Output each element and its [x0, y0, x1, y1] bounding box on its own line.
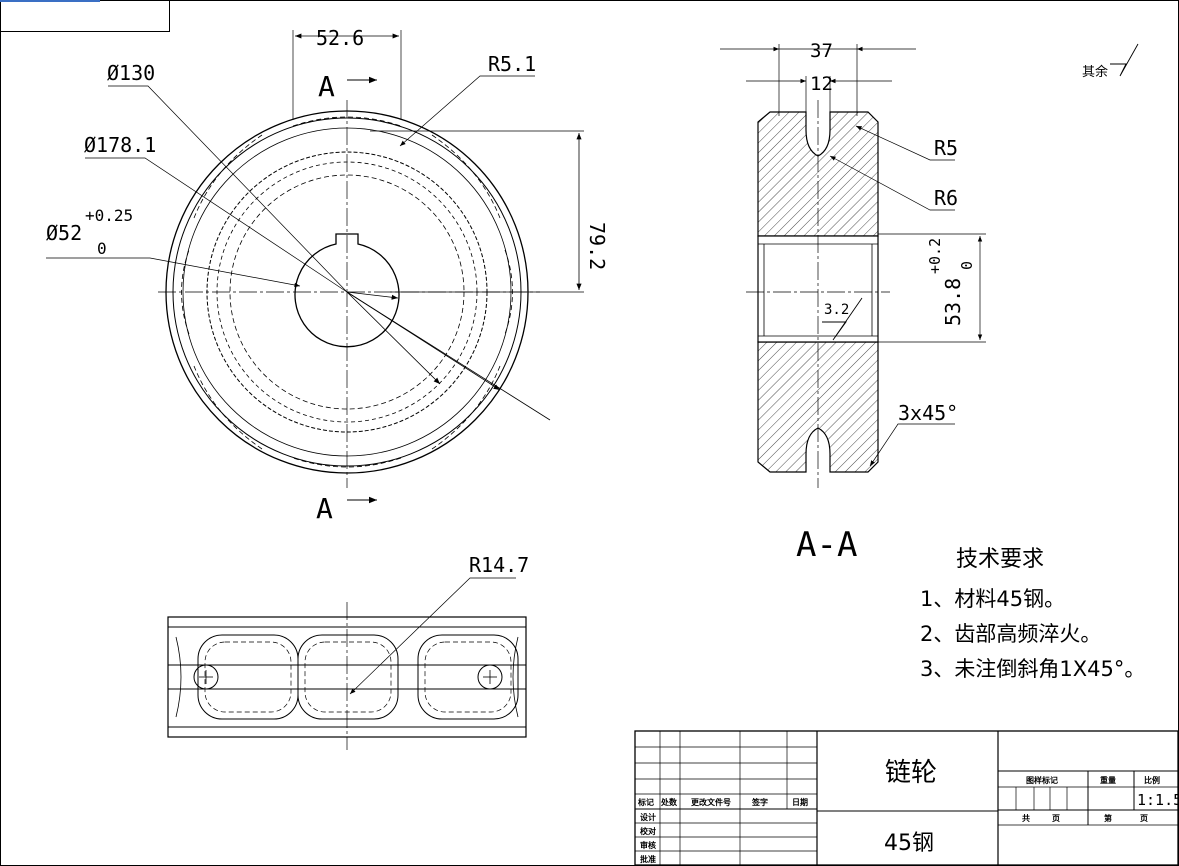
stage-label: 图样标记 [1026, 775, 1058, 785]
header-count: 处数 [660, 797, 678, 807]
part-material: 45钢 [884, 831, 934, 856]
tech-req-title: 技术要求 [956, 547, 1044, 572]
section-view: 37 12 R5 R6 53.8 +0.2 0 3.2 3x45° A-A [720, 40, 986, 565]
section-mark-bottom: A [316, 492, 333, 525]
dim-width-52-6: 52.6 [316, 26, 364, 50]
bore-tolerance-lower: 0 [97, 239, 107, 258]
dim-bore-53-8: 53.8 [941, 278, 965, 326]
tech-req-item: 1、材料45钢。 [920, 587, 1065, 611]
dim-pitch-diameter: Ø130 [107, 61, 155, 85]
total-page-label: 页 [1052, 814, 1060, 823]
bottom-view-geometry [167, 577, 527, 750]
dim-outer-diameter: Ø178.1 [84, 133, 156, 157]
front-view: 52.6 Ø130 Ø178.1 Ø52 +0.25 0 R5.1 79.2 A… [46, 26, 609, 525]
section-bore-tol-lower: 0 [958, 261, 976, 270]
dim-height-79-2: 79.2 [585, 222, 609, 270]
dim-radius-r5-1: R5.1 [488, 52, 536, 76]
role-approve: 批准 [640, 854, 656, 864]
header-change-doc: 更改文件号 [691, 797, 731, 807]
weight-label: 重量 [1100, 775, 1116, 785]
dim-overall-37: 37 [810, 40, 833, 62]
section-mark-top: A [318, 70, 335, 103]
revision-headers: 标记 处数 更改文件号 签字 日期 设计 校对 审核 批准 [637, 797, 808, 864]
section-bore-tol-upper: +0.2 [926, 238, 944, 274]
total-label: 共 [1022, 813, 1030, 823]
roughness-value: 3.2 [824, 302, 849, 318]
surface-note: 其余 [1082, 43, 1139, 80]
tech-req-item: 3、未注倒斜角1X45°。 [920, 657, 1145, 681]
sheet-no-label: 第 [1104, 813, 1112, 823]
front-view-geometry [46, 30, 584, 504]
sheet-no-page: 页 [1140, 814, 1148, 823]
role-review: 审核 [640, 840, 656, 850]
title-block: 标记 处数 更改文件号 签字 日期 设计 校对 审核 批准 链轮 45钢 图样标… [634, 730, 1179, 866]
section-label: A-A [796, 525, 857, 565]
scale-value: 1:1.5 [1137, 791, 1179, 809]
header-mark: 标记 [637, 797, 654, 807]
tech-requirements: 技术要求 1、材料45钢。 2、齿部高频淬火。 3、未注倒斜角1X45°。 [920, 547, 1145, 681]
dim-radius-r14-7: R14.7 [469, 553, 529, 577]
part-name: 链轮 [885, 758, 937, 788]
tech-req-item: 2、齿部高频淬火。 [920, 622, 1101, 646]
scale-label: 比例 [1144, 775, 1160, 785]
header-date: 日期 [792, 797, 808, 807]
bore-tolerance-upper: +0.25 [85, 206, 133, 225]
title-block-lines [634, 730, 1179, 866]
surface-note-text: 其余 [1082, 64, 1108, 80]
dim-radius-r5: R5 [934, 136, 958, 160]
chamfer-note: 3x45° [898, 401, 958, 425]
section-view-geometry [720, 44, 986, 488]
roughness-icon [1110, 43, 1139, 77]
dim-bore-diameter: Ø52 [46, 221, 82, 245]
bottom-view: R14.7 [167, 553, 529, 750]
role-design: 设计 [640, 812, 656, 822]
dim-radius-r6: R6 [934, 186, 958, 210]
dim-slot-12: 12 [810, 73, 833, 95]
role-check: 校对 [640, 826, 656, 836]
header-signature: 签字 [751, 797, 768, 807]
